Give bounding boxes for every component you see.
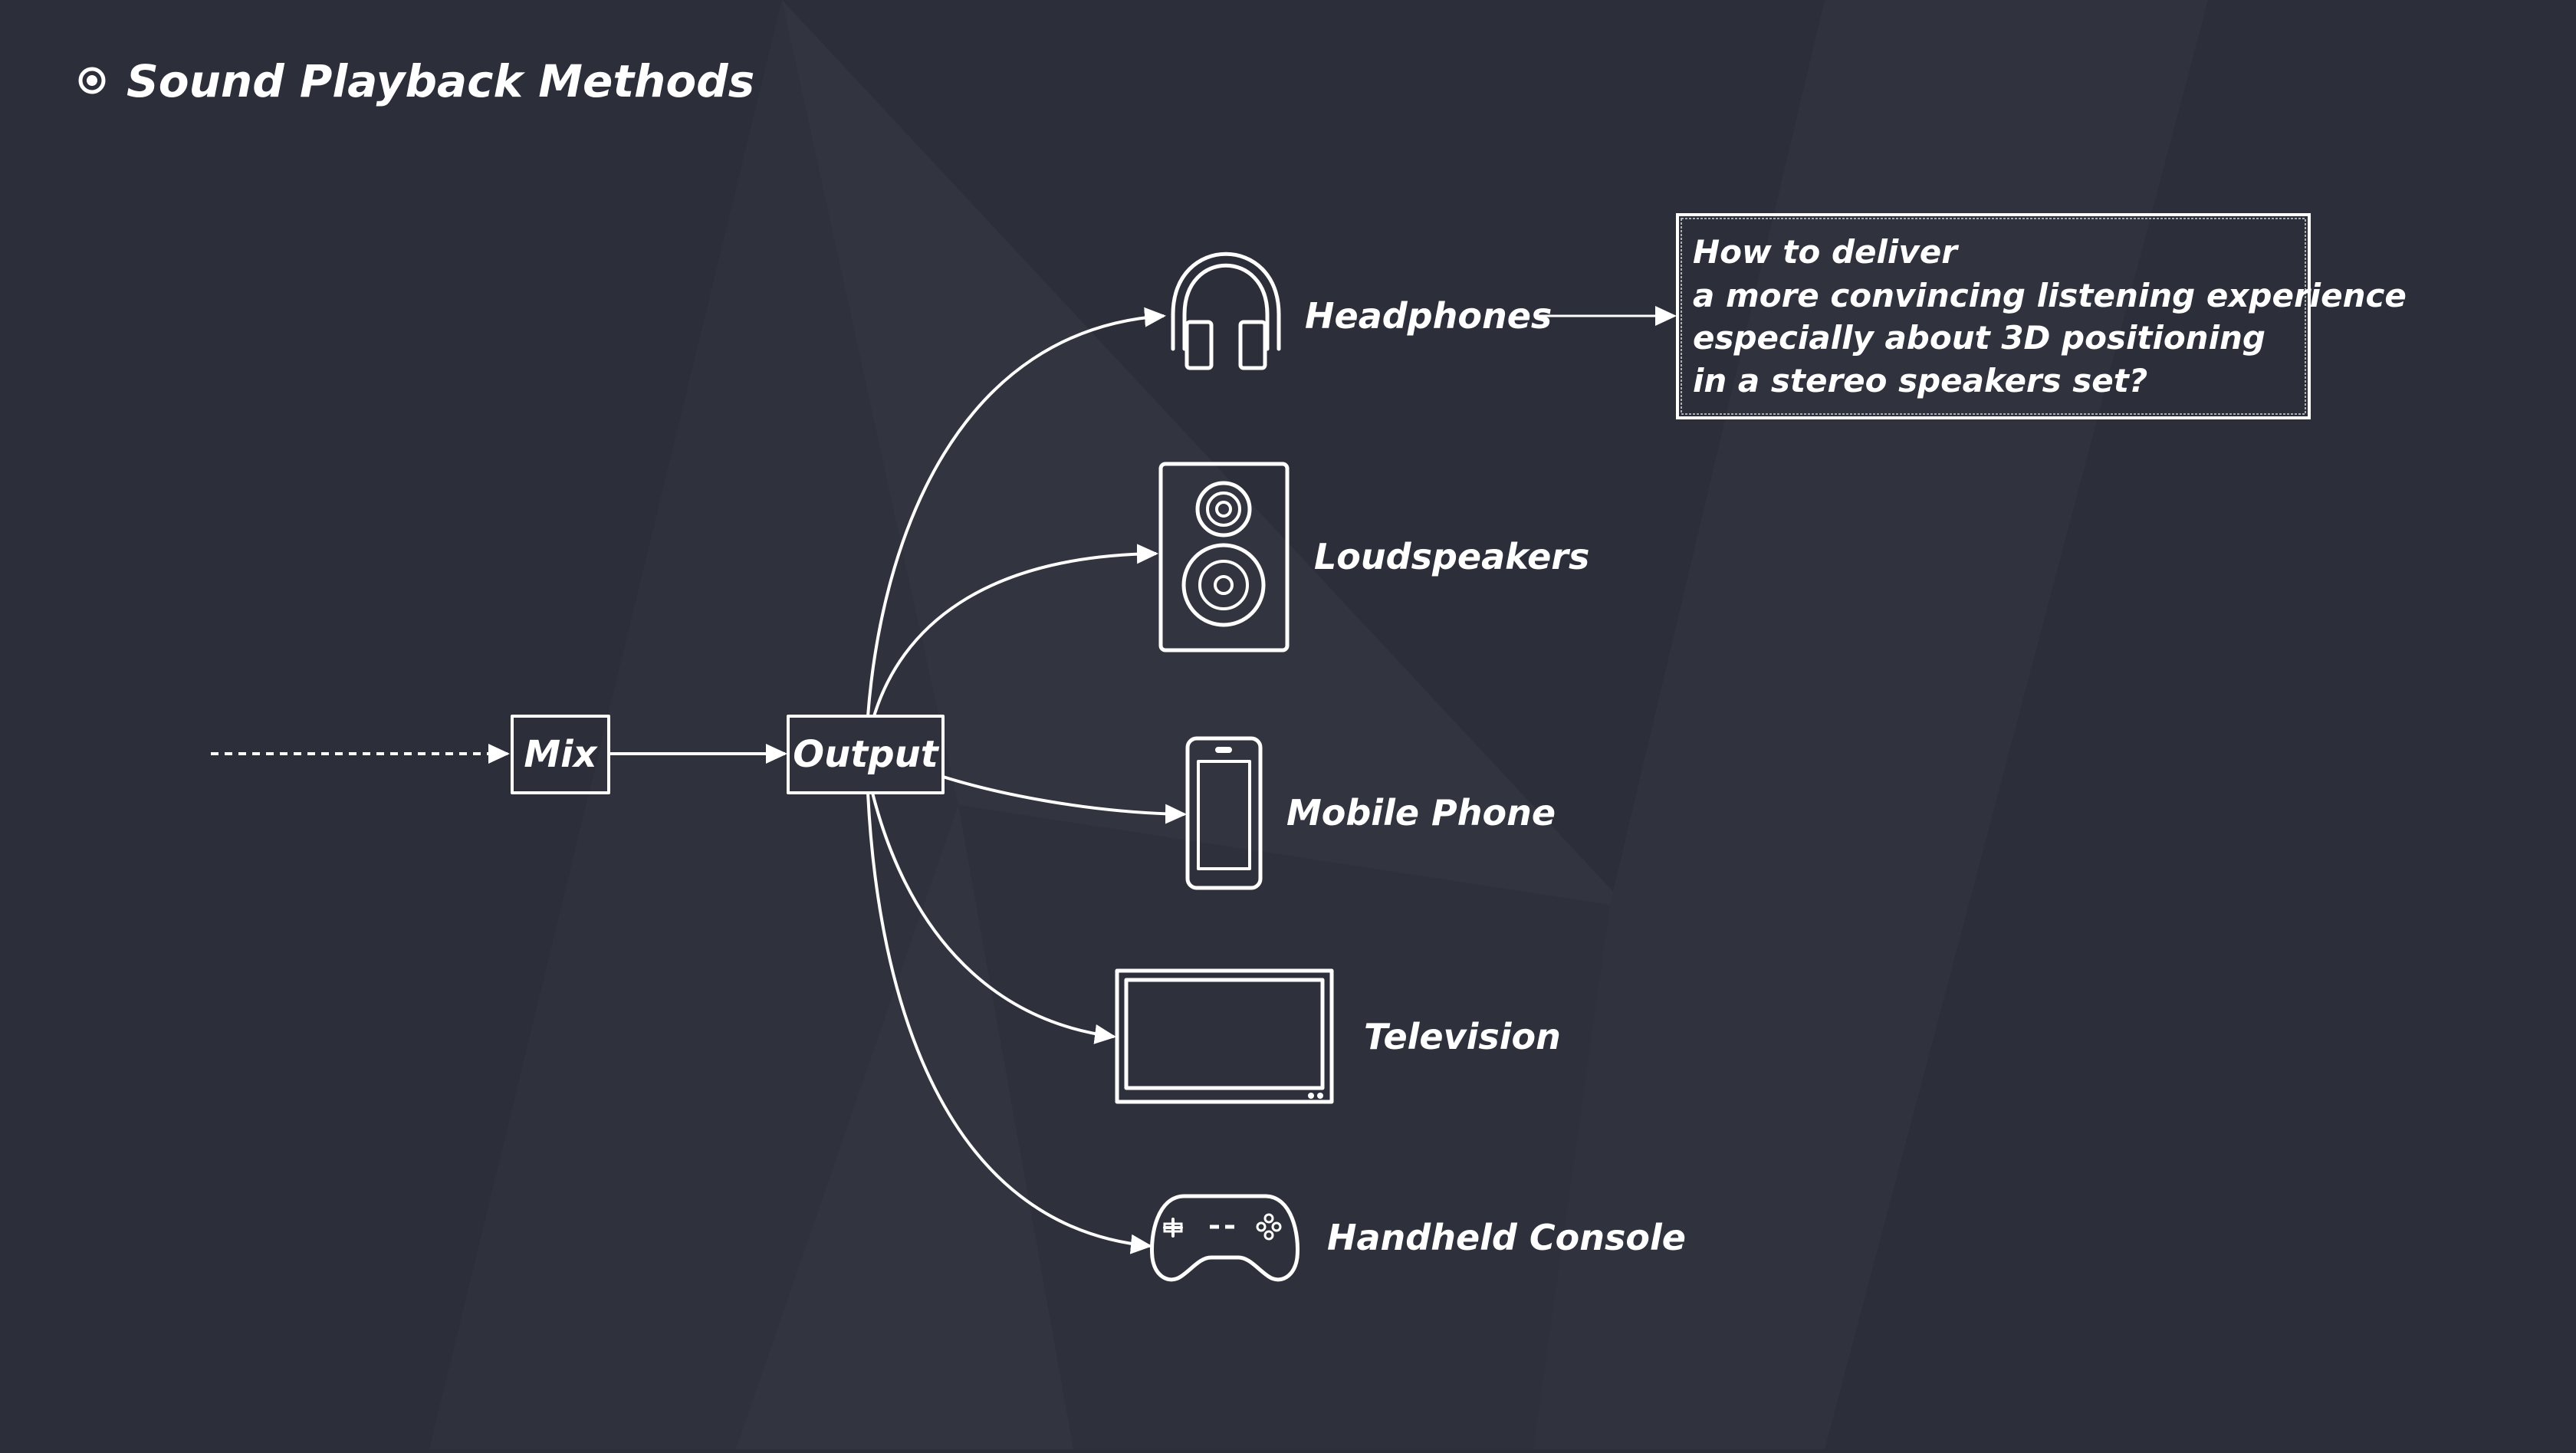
- arrow-to-television: [871, 792, 1116, 1044]
- bullet-icon: [78, 67, 106, 94]
- question-line-1: How to deliver: [1693, 233, 1959, 271]
- arrow-to-loudspeakers: [872, 544, 1158, 717]
- title-group: Sound Playback Methods: [78, 55, 754, 107]
- question-line-2: a more convincing listening experience: [1693, 277, 2407, 314]
- question-line-4: in a stereo speakers set?: [1693, 362, 2147, 399]
- device-label-mobile-phone: Mobile Phone: [1286, 792, 1556, 833]
- gamepad-icon: [1150, 1194, 1300, 1282]
- arrow-to-mobile-phone: [942, 775, 1187, 824]
- mix-label: Mix: [524, 733, 598, 776]
- loudspeaker-icon: [1158, 462, 1290, 653]
- output-node: Output: [787, 715, 945, 794]
- device-label-television: Television: [1364, 1016, 1561, 1057]
- question-box: How to deliver a more convincing listeni…: [1676, 213, 2407, 419]
- device-label-handheld-console: Handheld Console: [1327, 1217, 1686, 1258]
- television-icon: [1115, 968, 1334, 1104]
- headphones-icon: [1171, 251, 1281, 370]
- mobile-phone-icon: [1185, 736, 1263, 890]
- arrow-to-handheld-console: [866, 792, 1152, 1254]
- branch-arrows: [866, 307, 1187, 1254]
- device-label-headphones: Headphones: [1305, 295, 1552, 337]
- page-title: Sound Playback Methods: [127, 55, 754, 107]
- question-line-3: especially about 3D positioning: [1693, 319, 2266, 357]
- arrow-to-headphones: [866, 307, 1166, 717]
- background-shapes: [429, 0, 2208, 1449]
- device-label-loudspeakers: Loudspeakers: [1314, 536, 1589, 577]
- output-label: Output: [793, 733, 939, 776]
